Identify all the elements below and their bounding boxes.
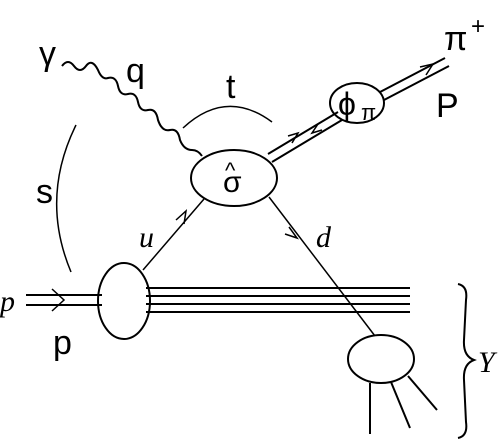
remnant-label: Y (478, 346, 498, 379)
pion-amplitude-subscript: π (361, 100, 376, 125)
pion-amplitude-label: ϕ (338, 86, 356, 122)
proton-blob (97, 262, 151, 340)
photon-wavy-line (61, 61, 203, 157)
u-quark-line (142, 198, 205, 271)
sigma-label: σ (223, 166, 242, 199)
pion-double-line-lower (267, 111, 343, 163)
photon-momentum-label: q (126, 52, 145, 90)
remnant-outgoing-lines (369, 375, 438, 434)
d-quark-label: d (316, 221, 332, 254)
s-arc (55, 124, 77, 273)
pion-double-line-upper (379, 57, 450, 101)
d-quark-line (268, 196, 376, 337)
pion-amplitude-blob (329, 82, 385, 124)
pion-charge-label: + (471, 13, 485, 40)
proton-incoming-line (26, 288, 102, 312)
spectator-lines (146, 287, 410, 313)
proton-label: p (0, 285, 15, 318)
sigma-hat-accent: ^ (225, 158, 236, 183)
t-label: t (226, 68, 236, 106)
remnant-blob (347, 334, 415, 384)
pion-label: π (444, 20, 467, 58)
pion-momentum-label: P (436, 87, 459, 125)
u-quark-arrow (175, 209, 188, 225)
proton-momentum-label: p (53, 324, 72, 362)
hard-scattering-blob (190, 149, 278, 207)
t-arc (182, 105, 273, 129)
photon-label: γ (39, 35, 56, 73)
s-label: s (36, 173, 53, 211)
u-quark-label: u (139, 221, 154, 254)
d-quark-arrow (284, 226, 299, 240)
remnant-brace (457, 283, 477, 439)
